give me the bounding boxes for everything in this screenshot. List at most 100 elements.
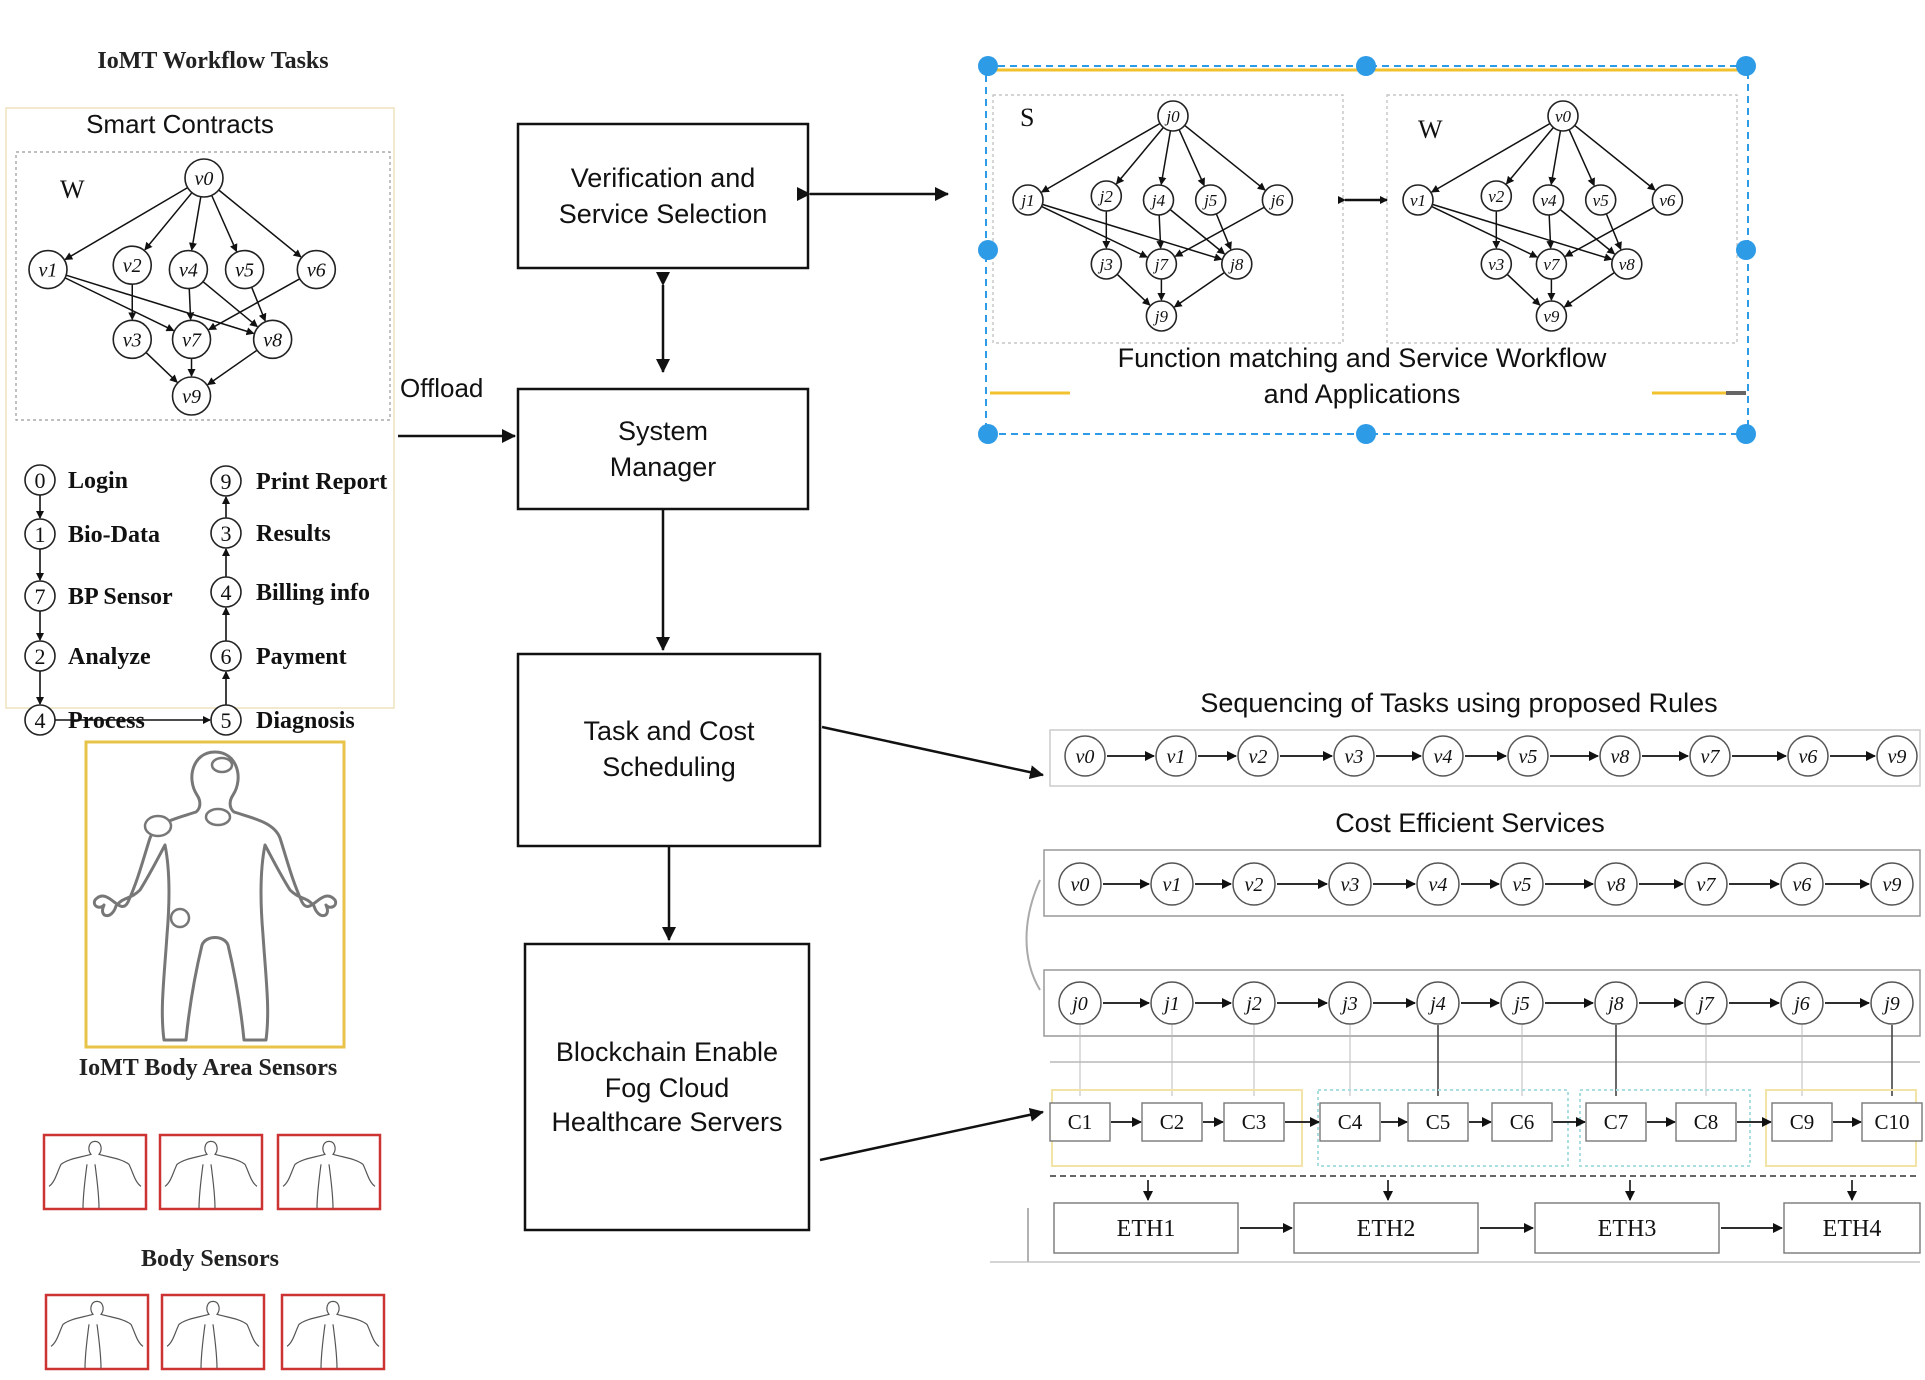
server-box <box>1049 1102 1111 1142</box>
graph-node-label: j4 <box>1150 191 1166 210</box>
edge-arrow <box>208 278 301 331</box>
graph-node-label: v0 <box>195 168 214 190</box>
server-label: C2 <box>1160 1110 1185 1134</box>
server-box <box>1407 1102 1469 1142</box>
sequence-node-label: v3 <box>1341 874 1360 896</box>
task-number: 0 <box>35 468 46 493</box>
body-area-frame <box>84 740 346 1049</box>
sequence-node-label: v0 <box>1076 746 1095 768</box>
edge-arrow <box>1548 130 1562 186</box>
edge-arrow <box>1158 130 1172 186</box>
resize-handle <box>1356 424 1376 444</box>
verification-box <box>516 122 810 270</box>
graph-w-label: W <box>1418 115 1443 144</box>
task-label: Process <box>68 708 145 734</box>
system-manager-line-1: System <box>618 416 708 446</box>
eth-node-label: ETH1 <box>1117 1216 1176 1242</box>
edge-arrow <box>64 277 175 332</box>
blockchain-box <box>523 942 811 1232</box>
task-label: Analyze <box>68 644 151 670</box>
graph-node <box>1145 248 1178 280</box>
task-number: 9 <box>221 469 232 494</box>
graph-node <box>1090 248 1123 280</box>
body-outline-icon <box>50 1300 144 1369</box>
edge-arrow <box>1173 271 1225 308</box>
server-label: C1 <box>1068 1110 1093 1134</box>
sequence-node-label: j0 <box>1069 993 1088 1015</box>
graph-node <box>171 319 212 360</box>
sensor-thumbnail <box>42 1133 148 1211</box>
sequence-node-label: v7 <box>1701 746 1721 768</box>
graph-node-label: j9 <box>1153 307 1169 326</box>
edge-arrow <box>1041 205 1148 258</box>
sequence-node <box>1237 735 1279 777</box>
server-box <box>1491 1102 1553 1142</box>
sequence-node <box>1232 981 1276 1025</box>
graph-node <box>1145 300 1178 332</box>
graph-node-label: v0 <box>1555 107 1572 126</box>
graph-node-label: v7 <box>182 329 202 351</box>
resize-handle <box>1736 56 1756 76</box>
sequence-node <box>1328 981 1372 1025</box>
resize-handle <box>1356 56 1376 76</box>
task-number: 2 <box>35 644 46 669</box>
resize-handle <box>978 56 998 76</box>
cluster-outline <box>1317 1089 1569 1167</box>
sequence-node <box>1064 735 1106 777</box>
blockchain-servers-arrow <box>819 1107 1044 1162</box>
sequence-node-label: j9 <box>1881 993 1900 1015</box>
graph-node <box>1651 184 1684 216</box>
sequence-node <box>1870 981 1914 1025</box>
server-box <box>1319 1102 1381 1142</box>
task-label: Print Report <box>256 469 387 495</box>
sequence-node-label: j1 <box>1161 993 1180 1015</box>
edge-arrow <box>1430 122 1551 193</box>
task-label: Payment <box>256 644 347 670</box>
sequence-node-label: v4 <box>1434 746 1453 768</box>
sequence-node-label: v1 <box>1163 874 1182 896</box>
server-label: C4 <box>1338 1110 1363 1134</box>
edge-arrow <box>1568 129 1595 187</box>
sequence-node <box>1594 981 1638 1025</box>
server-box <box>1585 1102 1647 1142</box>
edge-arrow <box>250 286 267 322</box>
task-number: 4 <box>35 708 46 733</box>
graph-node-label: v1 <box>39 260 58 282</box>
edge-arrow <box>1506 273 1541 306</box>
task-label: Results <box>256 521 331 547</box>
server-box <box>1223 1102 1285 1142</box>
sequence-node <box>1333 735 1375 777</box>
sequence-node-label: v1 <box>1167 746 1186 768</box>
cost-j-row-frame <box>1043 969 1921 1037</box>
server-box <box>1861 1102 1923 1142</box>
edge-arrow <box>218 189 302 258</box>
sensor-thumbnail <box>280 1293 386 1371</box>
sequence-node <box>1594 862 1638 906</box>
sequence-node <box>1780 862 1824 906</box>
selection-handles <box>978 56 1756 444</box>
sensor-chest-marker <box>204 807 232 827</box>
sequence-node-label: v9 <box>1883 874 1902 896</box>
sequence-node-label: j8 <box>1605 993 1624 1015</box>
task-label: Bio-Data <box>68 522 160 548</box>
sequence-node-label: v6 <box>1799 746 1818 768</box>
graph-node <box>171 376 212 416</box>
sequence-node <box>1500 862 1544 906</box>
graph-node <box>1012 184 1044 216</box>
graph-node <box>28 249 68 290</box>
sequence-node <box>1416 981 1460 1025</box>
graph-node-label: v9 <box>1543 307 1560 326</box>
body-sensors-label: Body Sensors <box>141 1246 279 1272</box>
graph-node <box>252 319 293 360</box>
smart-contracts-graph-frame <box>15 151 391 421</box>
edge-arrow <box>1559 208 1616 255</box>
graph-node <box>1535 248 1568 280</box>
eth-node-label: ETH3 <box>1598 1216 1657 1242</box>
sequence-node-label: v9 <box>1888 746 1907 768</box>
task-label: Login <box>68 468 128 494</box>
sequence-node-label: j7 <box>1695 993 1715 1015</box>
